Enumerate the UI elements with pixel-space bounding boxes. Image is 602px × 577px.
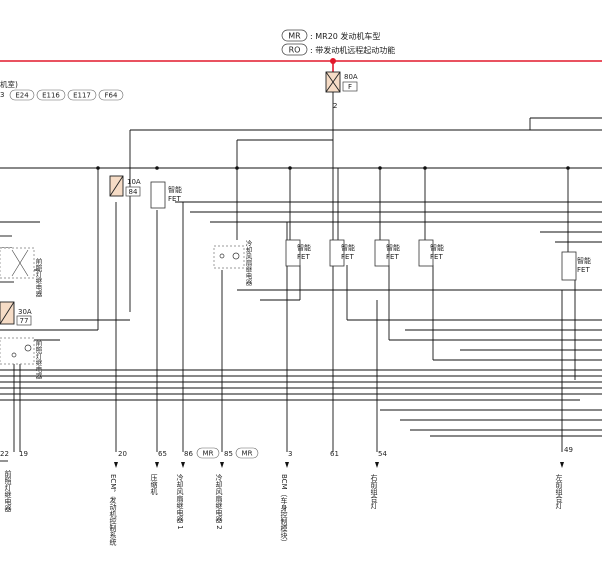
output-label: 压缩机: [150, 474, 158, 496]
fuse-10a: 10A 84: [109, 175, 141, 197]
fet-unit: 智能 FET: [329, 239, 355, 267]
relay-cooling-fan: 冷却风扇继电器: [213, 239, 252, 287]
output-label: 前照灯继电器: [4, 469, 12, 513]
legend-ro-tag: RO: [289, 46, 301, 55]
pin-label: 49: [564, 446, 573, 454]
fet-label: 智能: [577, 256, 591, 265]
legend-ro-text: : 带发动机远程起动功能: [310, 45, 395, 55]
legend: MR : MR20 发动机车型 RO : 带发动机远程起动功能: [281, 29, 395, 56]
fuse-code: 77: [20, 317, 29, 325]
fuse-rating: 30A: [18, 308, 32, 316]
relay-headlamp-upper: 前照灯继电器: [0, 247, 42, 299]
output-label: 左前组合灯: [555, 473, 563, 510]
pin-label: 2: [333, 102, 337, 110]
output-label: BCM（车身控制模块）: [280, 474, 288, 546]
pin-label: 65: [158, 450, 167, 458]
fet-label: 智能: [430, 243, 444, 252]
fet-unit: 智能 FET: [285, 239, 311, 267]
fet-unit: 智能 FET: [418, 239, 444, 267]
fuse-rating: 10A: [127, 178, 141, 186]
fet-label: FET: [341, 253, 354, 261]
pin-label: 22: [0, 450, 9, 458]
output-label: ECM，发动机控制系统: [109, 474, 117, 547]
fet-label: 智能: [168, 185, 182, 194]
output-label: 冷却风扇继电器 1: [176, 473, 184, 530]
legend-mr-text: : MR20 发动机车型: [310, 31, 380, 41]
relay-label: 前照灯继电器: [34, 339, 42, 381]
fuse-rating: 80A: [344, 73, 358, 81]
connector-list: 3 E24 E116 E117 F64: [0, 89, 124, 101]
pin-label: 3: [288, 450, 292, 458]
fet-label: 智能: [341, 243, 355, 252]
pin-row: 22 19 20 65 86 MR 85 MR 3 61 54 49: [0, 446, 573, 459]
output-labels: 前照灯继电器 ECM，发动机控制系统 压缩机 冷却风扇继电器 1 冷却风扇继电器…: [4, 469, 563, 546]
fuse-30a: 30A 77: [0, 301, 32, 326]
connector-tag: E116: [42, 92, 60, 100]
fet-label: FET: [386, 253, 399, 261]
connector-tag: E24: [15, 92, 29, 100]
output-label: 右前组合灯: [370, 473, 378, 510]
connector-tag: E117: [73, 92, 91, 100]
legend-mr-tag: MR: [288, 32, 301, 41]
fet-label: FET: [168, 195, 181, 203]
connector-tag: 3: [0, 91, 4, 99]
fet-unit: 智能 FET: [561, 251, 591, 281]
pin-label: 61: [330, 450, 339, 458]
fet-unit: 智能 FET: [150, 181, 182, 209]
fuse-80a: 80A F 2: [325, 71, 358, 110]
relay-headlamp-lower: 前照灯继电器: [0, 337, 42, 381]
fet-label: FET: [430, 253, 443, 261]
fuse-code: F: [348, 83, 352, 91]
relay-label: 冷却风扇继电器: [244, 239, 252, 287]
output-arrows: [0, 460, 564, 468]
pin-label: 19: [19, 450, 28, 458]
fet-unit: 智能 FET: [374, 239, 400, 267]
pin-tag: MR: [242, 450, 253, 458]
wire-network: [0, 92, 602, 452]
location-title: 机室): [0, 79, 18, 89]
fet-label: 智能: [297, 243, 311, 252]
pin-label: 54: [378, 450, 387, 458]
fet-label: FET: [297, 253, 310, 261]
pin-label: 86: [184, 450, 193, 458]
fet-label: FET: [577, 266, 590, 274]
pin-tag: MR: [203, 450, 214, 458]
fuse-code: 84: [129, 188, 138, 196]
output-label: 冷却风扇继电器 2: [215, 473, 223, 530]
pin-label: 85: [224, 450, 233, 458]
connector-tag: F64: [105, 92, 118, 100]
relay-label: 前照灯继电器: [34, 257, 42, 299]
fet-label: 智能: [386, 243, 400, 252]
pin-label: 20: [118, 450, 127, 458]
